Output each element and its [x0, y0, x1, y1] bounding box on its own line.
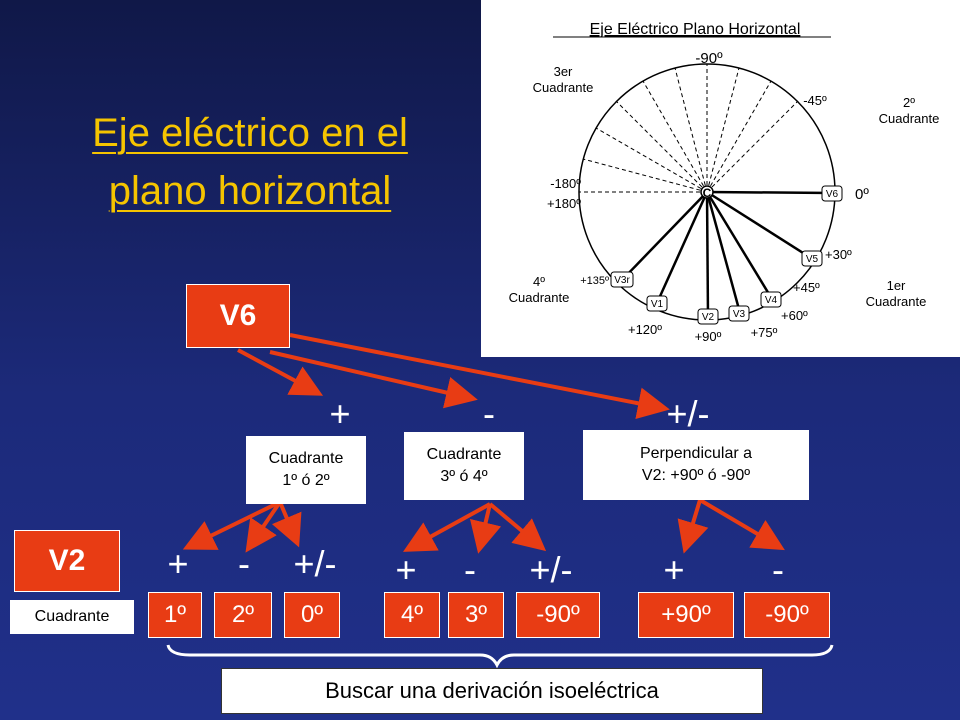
v2-box: V2 [14, 530, 120, 592]
angle-p135: +135º [580, 275, 609, 287]
v6-box: V6 [186, 284, 290, 348]
arrow-v6-minus [269, 350, 478, 409]
sign-q1-minus: - [238, 543, 250, 584]
slide-title-line-2: plano horizontal [108, 169, 392, 213]
lead-v2-box [697, 308, 719, 325]
result-8: -90º [744, 592, 830, 638]
result-7: +90º [638, 592, 734, 638]
arrow-q34-plus [402, 502, 491, 552]
svg-text:V5: V5 [806, 254, 819, 265]
result-5: 3º [448, 592, 504, 638]
angle-p120: +120º [628, 322, 662, 337]
diagram-title: Eje Eléctrico Plano Horizontal [590, 21, 801, 38]
level1-plus-sign: + [329, 393, 351, 434]
arrow-q12-pm [271, 501, 302, 548]
slide-title: Eje eléctrico en el plano horizontal [30, 104, 470, 220]
angle-p30: +30º [825, 247, 852, 262]
lead-v3r-box [610, 271, 634, 288]
angle-p75: +75º [751, 325, 778, 340]
horizontal-axis-diagram: Eje Eléctrico Plano Horizontal [481, 0, 960, 357]
svg-text:V3r: V3r [614, 275, 630, 286]
arrow-q12-plus [182, 500, 281, 550]
bottom-label: Buscar una derivación isoeléctrica [221, 668, 763, 714]
arrow-v6-perp [289, 333, 670, 420]
sign-q3-plus: + [395, 549, 417, 590]
dashed-radials [579, 64, 799, 193]
angle-p90: +90º [695, 329, 722, 344]
lead-v6-box [821, 185, 843, 202]
svg-text:V1: V1 [651, 299, 664, 310]
angle-m45: -45º [803, 93, 827, 108]
level1-pm-sign: +/- [666, 393, 710, 434]
lead-v3-box [728, 305, 750, 322]
arrow-v6-plus [237, 348, 324, 396]
result-2: 2º [214, 592, 272, 638]
svg-text:C: C [703, 186, 712, 200]
quadrant-1-2-box: Cuadrante 1º ó 2º [246, 436, 366, 504]
angle-p60: +60º [781, 308, 808, 323]
arrow-perp-plus [677, 499, 709, 554]
center-marker [700, 185, 714, 199]
arrow-perp-minus [698, 498, 785, 551]
sign-q3-minus: - [464, 549, 476, 590]
quadrant-3-4-box: Cuadrante 3º ó 4º [404, 432, 524, 500]
svg-text:V6: V6 [826, 189, 839, 200]
angle-0: 0º [855, 186, 869, 203]
perpendicular-box: Perpendicular a V2: +90º ó -90º [583, 430, 809, 500]
angle-m180: -180º [550, 176, 581, 191]
lead-v1-box [646, 295, 668, 312]
lead-lines [621, 190, 834, 319]
svg-text:V3: V3 [733, 309, 746, 320]
slide-title-line-1: Eje eléctrico en el [92, 111, 408, 155]
angle-p45: +45º [793, 280, 820, 295]
arrow-q34-pm [488, 502, 547, 552]
cuadrante-label: Cuadrante [10, 600, 134, 634]
result-6: -90º [516, 592, 600, 638]
group-brace [166, 644, 834, 669]
angle-m90: -90º [695, 50, 723, 67]
sign-q1-pm: +/- [293, 543, 337, 584]
sign-q1-plus: + [167, 543, 189, 584]
sign-q3-pm: +/- [529, 549, 573, 590]
result-3: 0º [284, 592, 340, 638]
sign-perp-plus: + [663, 549, 685, 590]
svg-text:V2: V2 [702, 312, 715, 323]
level1-minus-sign: - [483, 393, 495, 434]
result-1: 1º [148, 592, 202, 638]
arrow-q34-minus [469, 503, 502, 554]
arrow-q12-minus [245, 500, 282, 553]
lead-v4-box [760, 291, 782, 308]
lead-v5-box [801, 250, 823, 267]
svg-text:V4: V4 [765, 295, 778, 306]
sign-perp-minus: - [772, 549, 784, 590]
angle-p180: +180º [547, 196, 581, 211]
result-4: 4º [384, 592, 440, 638]
